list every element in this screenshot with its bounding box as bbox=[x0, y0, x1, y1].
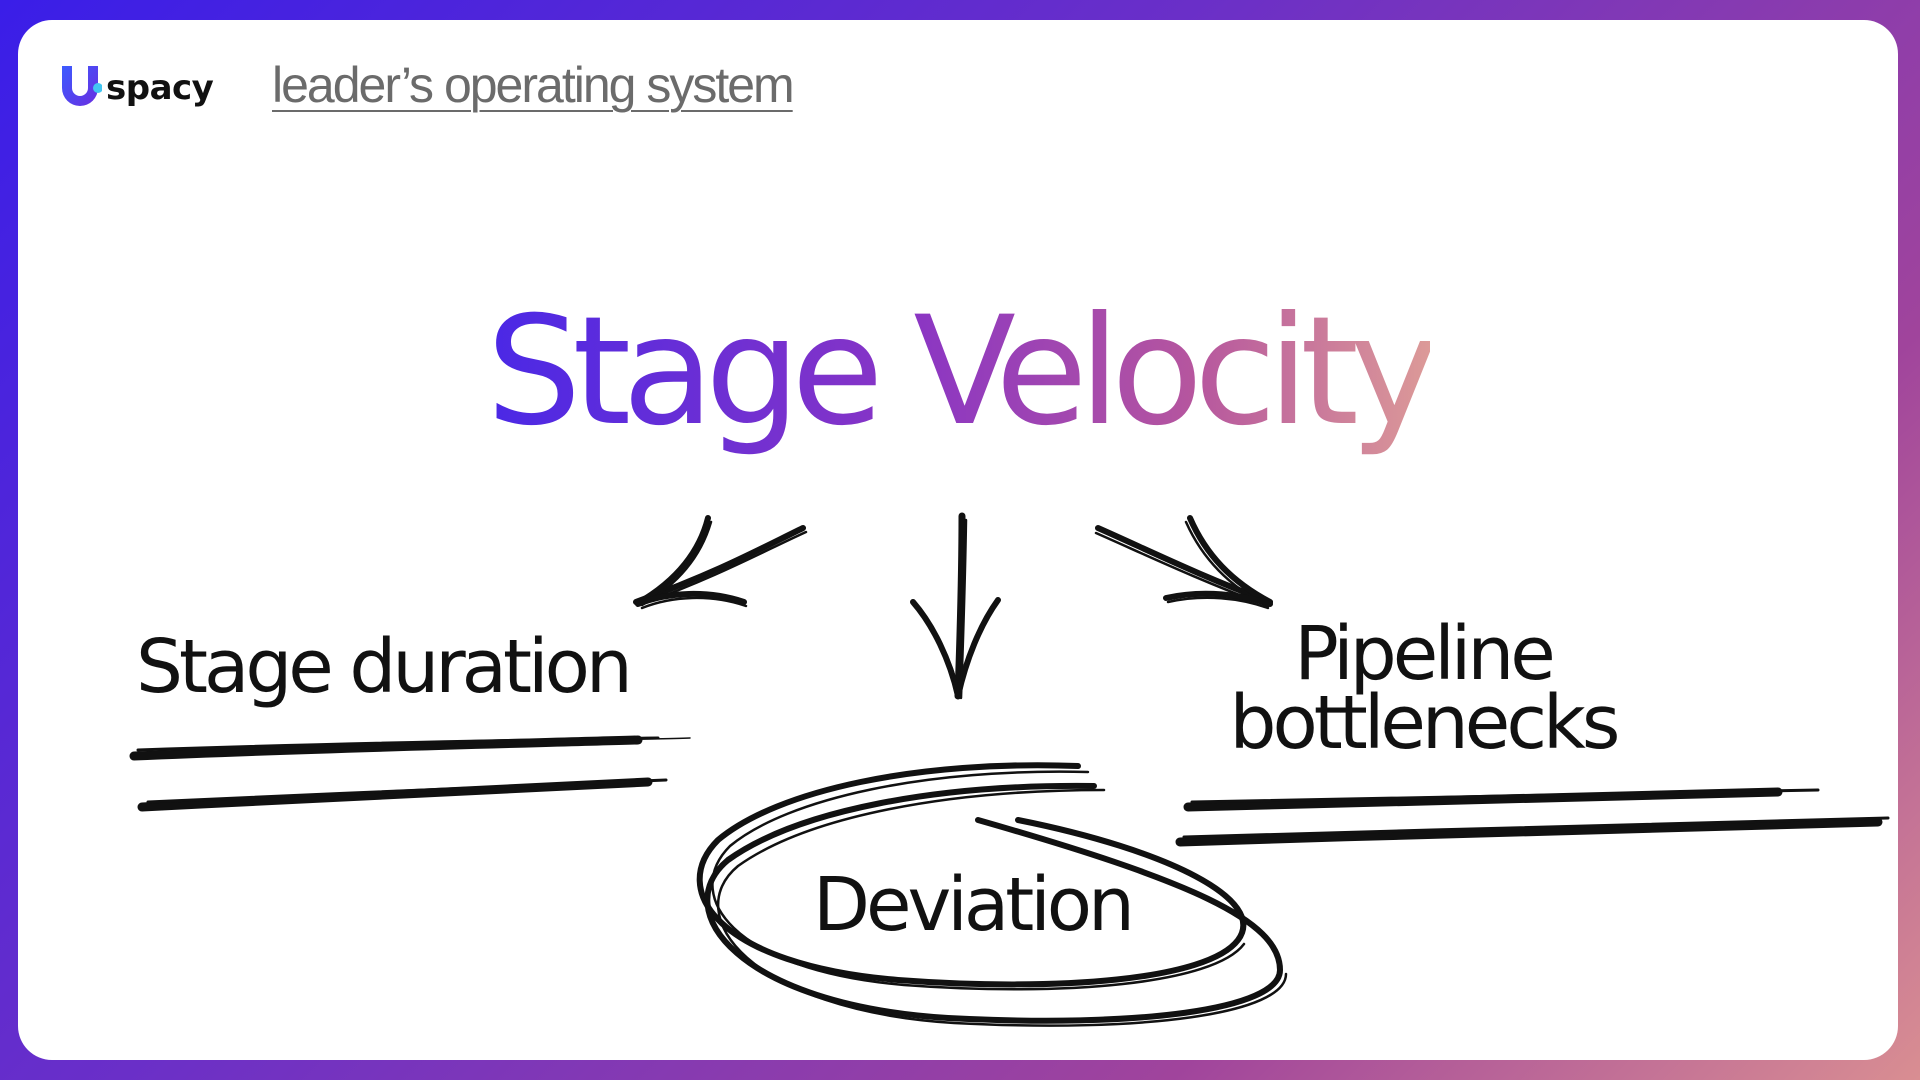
arrow-down-icon bbox=[910, 512, 1001, 700]
stage-duration-underline bbox=[129, 735, 691, 812]
label-stage-duration: Stage duration bbox=[136, 624, 633, 710]
logo-text: spacy bbox=[106, 68, 214, 108]
arrow-down-right-icon bbox=[1094, 515, 1273, 610]
brand-logo: spacy bbox=[58, 62, 214, 110]
label-pipeline-bottlenecks: Pipeline bottlenecks bbox=[1229, 611, 1621, 766]
label-deviation: Deviation bbox=[813, 862, 1135, 948]
uspacy-u-icon bbox=[62, 66, 102, 106]
tagline: leader’s operating system bbox=[272, 57, 795, 113]
sketch-strokes bbox=[129, 512, 1890, 1027]
arrow-down-left-icon bbox=[633, 515, 808, 610]
deviation-circle bbox=[696, 762, 1288, 1027]
slide-card: spacy leader’s operating system Stage Ve… bbox=[18, 20, 1898, 1060]
page-title: Stage Velocity bbox=[18, 290, 1898, 455]
pipeline-bottlenecks-underline bbox=[1175, 787, 1890, 847]
page-title-text: Stage Velocity bbox=[486, 285, 1439, 459]
